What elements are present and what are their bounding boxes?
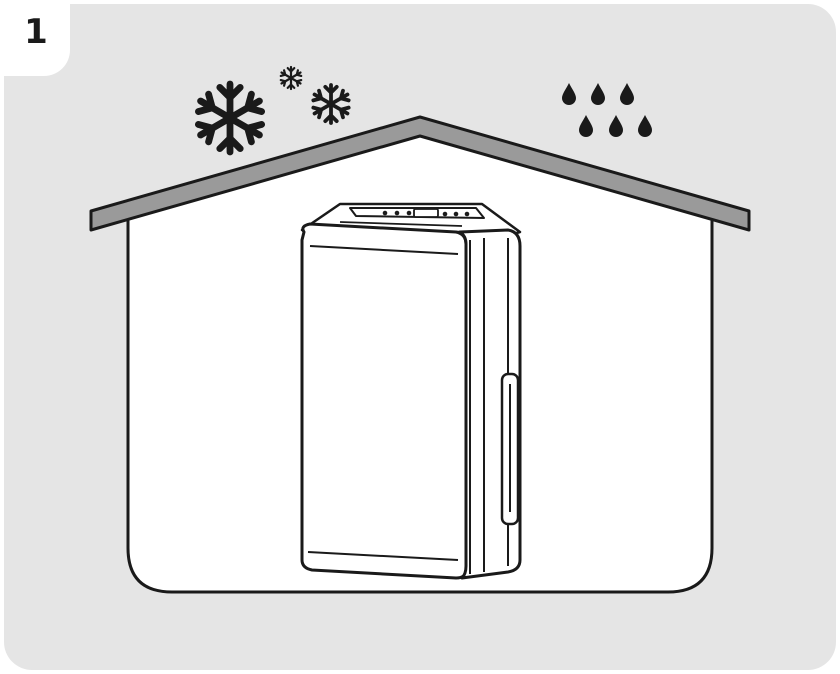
step-badge (0, 0, 70, 76)
roof (89, 115, 751, 232)
house-fill-under-roof (130, 130, 710, 218)
control-button-icon (442, 211, 448, 217)
dehumidifier (300, 202, 522, 580)
control-button-icon (464, 211, 470, 217)
control-button-icon (406, 210, 412, 216)
control-button-icon (453, 211, 459, 217)
control-button-icon (382, 210, 388, 216)
snowflake-icon (198, 84, 261, 152)
control-button-icon (394, 210, 400, 216)
display-window (413, 208, 439, 218)
step-number: 1 (24, 12, 48, 52)
snowflake-icon (311, 83, 351, 125)
dehumidifier-front (300, 222, 468, 580)
raindrops-icon (562, 83, 652, 137)
snowflake-icon (279, 65, 303, 91)
